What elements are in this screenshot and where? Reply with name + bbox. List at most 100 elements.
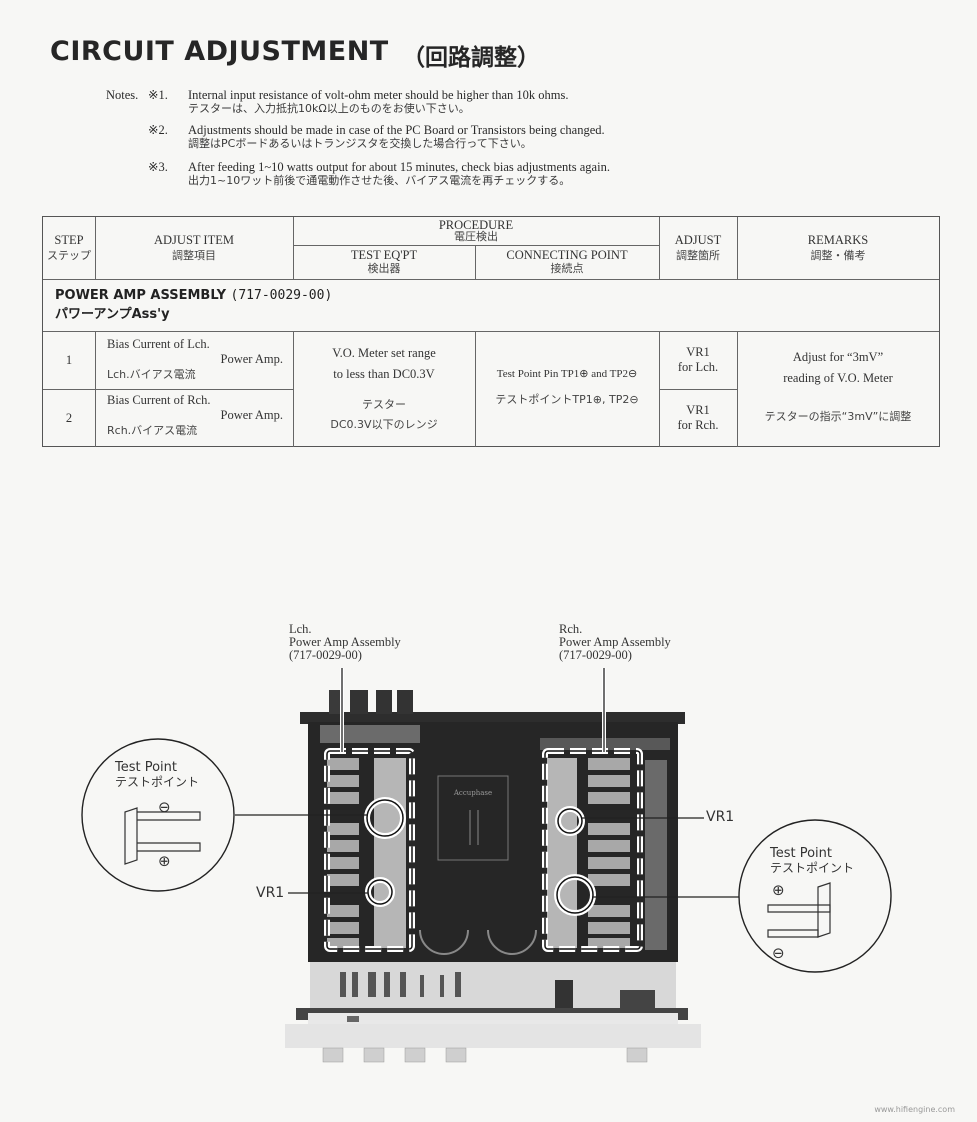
row1-adjust-line1: VR1 (686, 345, 710, 359)
brand-logo: Accuphase (453, 789, 492, 797)
note-text-en: Internal input resistance of volt-ohm me… (188, 88, 569, 102)
right-test-point-label: Test Point テストポイント (770, 846, 855, 876)
header-adjust-item-en: ADJUST ITEM (154, 233, 234, 247)
connecting-point-cell-en: Test Point Pin TP1⊕ and TP2⊖ (496, 368, 638, 380)
row1-step: 1 (65, 352, 73, 367)
minus-terminal-icon: ⊖ (772, 944, 785, 962)
header-connecting-point: CONNECTING POINT 接続点 (475, 245, 659, 279)
row2-adjust-line1: VR1 (686, 403, 710, 417)
header-remarks: REMARKS 調整・備考 (737, 217, 939, 279)
note-number: ※1. (148, 88, 168, 102)
test-eqpt-en-line2: to less than DC0.3V (333, 367, 435, 381)
notes-label: Notes. (106, 88, 139, 102)
col-divider (659, 217, 660, 279)
note-2: ※2. Adjustments should be made in case o… (148, 123, 605, 151)
header-step: STEP ステップ (43, 217, 95, 279)
adjustment-table: STEP ステップ ADJUST ITEM 調整項目 PROCEDURE 電圧検… (42, 216, 940, 447)
rch-label-line3: (717-0029-00) (559, 648, 632, 662)
lch-label-line1: Lch. (289, 622, 312, 636)
section-title-en: POWER AMP ASSEMBLY (55, 288, 226, 303)
row1-adjust: VR1 for Lch. (659, 331, 737, 389)
row-divider-left (43, 389, 293, 390)
header-adjust-item: ADJUST ITEM 調整項目 (95, 217, 293, 279)
header-adjust-item-jp: 調整項目 (172, 249, 216, 262)
section-heading: POWER AMP ASSEMBLY (717-0029-00) パワーアンプA… (55, 286, 332, 324)
remarks-cell-jp: テスターの指示“3mV”に調整 (764, 410, 912, 423)
col-divider (659, 331, 660, 447)
procedure-divider (293, 245, 659, 246)
test-eqpt-jp-line2: DC0.3V以下のレンジ (330, 418, 438, 431)
row1-adjust-line2: for Lch. (677, 360, 719, 374)
test-eqpt-cell-jp: テスター DC0.3V以下のレンジ (293, 395, 475, 435)
page-title: CIRCUIT ADJUSTMENT (50, 36, 389, 67)
remarks-cell-en: Adjust for “3mV” reading of V.O. Meter (737, 347, 939, 389)
rch-testpoint-marker (554, 874, 596, 916)
watermark: www.hifiengine.com (874, 1105, 955, 1114)
right-test-point-jp: テストポイント (770, 861, 855, 875)
header-divider (43, 279, 939, 280)
lch-label-line3: (717-0029-00) (289, 648, 362, 662)
connecting-point-cell-jp: テストポイントTP1⊕, TP2⊖ (495, 393, 639, 406)
col-divider (293, 331, 294, 447)
lch-vr1-marker (365, 877, 395, 907)
section-divider (43, 331, 939, 332)
col-divider (95, 217, 96, 279)
header-adjust: ADJUST 調整箇所 (659, 217, 737, 279)
header-step-jp: ステップ (47, 249, 91, 262)
row2-item-jp: Rch.バイアス電流 (107, 424, 198, 437)
note-number: ※3. (148, 160, 168, 174)
note-number: ※2. (148, 123, 168, 137)
header-procedure: PROCEDURE 電圧検出 (293, 217, 659, 245)
test-eqpt-cell-en: V.O. Meter set range to less than DC0.3V (293, 343, 475, 385)
row1-item-jp: Lch.バイアス電流 (107, 368, 196, 381)
note-text-en: Adjustments should be made in case of th… (188, 123, 605, 137)
lch-testpoint-marker (364, 797, 406, 839)
left-test-point-label: Test Point テストポイント (115, 761, 200, 790)
row2-adjust-line2: for Rch. (677, 418, 719, 432)
header-adjust-en: ADJUST (674, 233, 722, 247)
remarks-en-line2: reading of V.O. Meter (783, 371, 893, 385)
note-text-jp: 出力1~10ワット前後で通電動作させた後、バイアス電流を再チェックする。 (188, 174, 571, 187)
section-part-code: (717-0029-00) (230, 288, 333, 303)
header-remarks-jp: 調整・備考 (810, 249, 866, 262)
row-divider-adjust (659, 389, 737, 390)
page-title-jp: （回路調整） (402, 45, 540, 71)
col-divider (95, 331, 96, 447)
lch-assembly-label: Lch. Power Amp Assembly (717-0029-00) (289, 623, 401, 662)
lch-label-line2: Power Amp Assembly (289, 635, 401, 649)
note-1: ※1. Internal input resistance of volt-oh… (148, 88, 568, 116)
col-divider (293, 217, 294, 279)
col-divider (737, 331, 738, 447)
header-remarks-en: REMARKS (807, 233, 869, 247)
left-test-point-jp: テストポイント (115, 775, 200, 789)
col-divider (737, 217, 738, 279)
col-divider (475, 245, 476, 279)
row1-item-line2: Power Amp. (220, 352, 284, 366)
test-eqpt-jp-line1: テスター (362, 398, 406, 411)
rch-assembly-label: Rch. Power Amp Assembly (717-0029-00) (559, 623, 671, 662)
vr1-left-label: VR1 (256, 885, 285, 901)
vr1-right-label: VR1 (706, 809, 735, 825)
header-test-eqpt: TEST EQ'PT 検出器 (293, 245, 475, 279)
header-test-eqpt-en: TEST EQ'PT (350, 248, 418, 262)
rch-vr1-marker (555, 806, 585, 836)
right-test-point-en: Test Point (770, 846, 833, 861)
header-step-en: STEP (54, 233, 84, 247)
plus-terminal-icon: ⊕ (158, 852, 171, 870)
row2-adjust-item: Bias Current of Rch. Power Amp. Rch.バイアス… (107, 393, 283, 438)
minus-terminal-icon: ⊖ (158, 798, 171, 816)
test-eqpt-en-line1: V.O. Meter set range (332, 346, 436, 360)
section-title-jp: パワーアンプAss'y (55, 307, 170, 322)
rch-label-line2: Power Amp Assembly (559, 635, 671, 649)
rch-label-line1: Rch. (559, 622, 583, 636)
header-procedure-jp: 電圧検出 (454, 230, 498, 243)
header-adjust-jp: 調整箇所 (676, 249, 720, 262)
note-text-jp: テスターは、入力抵抗10kΩ以上のものをお使い下さい。 (188, 102, 470, 115)
note-text-en: After feeding 1~10 watts output for abou… (188, 160, 610, 174)
remarks-en-line1: Adjust for “3mV” (792, 350, 884, 364)
header-procedure-en: PROCEDURE (438, 218, 514, 232)
note-3: ※3. After feeding 1~10 watts output for … (148, 160, 610, 188)
row2-item-line2: Power Amp. (220, 408, 284, 422)
plus-terminal-icon: ⊕ (772, 881, 785, 899)
